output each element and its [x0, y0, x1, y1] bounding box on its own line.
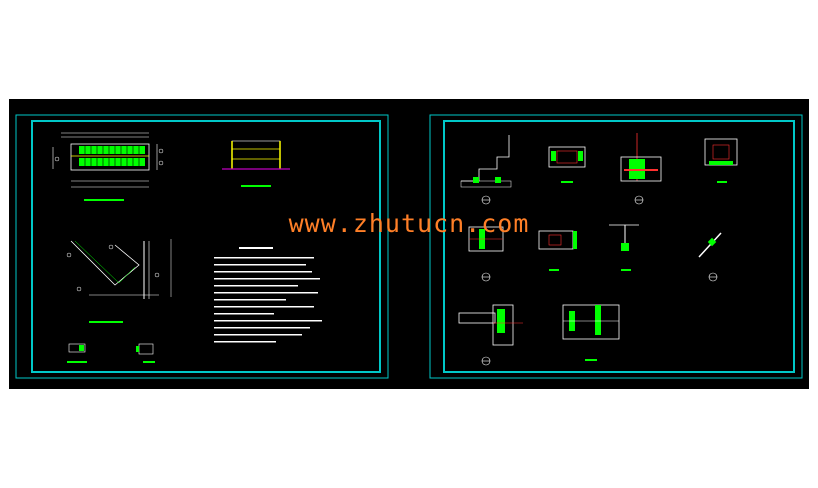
- detail-4: [704, 138, 738, 183]
- stair-plan: [52, 132, 164, 201]
- design-notes: [214, 247, 322, 343]
- stair-section: [66, 239, 172, 323]
- detail-6: [538, 230, 577, 271]
- drawing-sheets: [15, 114, 803, 379]
- detail-3: [620, 133, 662, 205]
- left-sheet: [15, 114, 389, 379]
- stair-elevation: [222, 140, 290, 187]
- detail-9: [458, 304, 523, 366]
- detail-2: [548, 146, 586, 183]
- cad-canvas: www.zhutucn.com: [9, 99, 809, 389]
- detail-7: [609, 224, 639, 271]
- detail-1: [460, 135, 512, 205]
- detail-10: [562, 304, 620, 361]
- right-sheet: [429, 114, 803, 379]
- small-details: [67, 343, 155, 363]
- detail-5: [468, 226, 504, 282]
- watermark-text: www.zhutucn.com: [288, 209, 530, 238]
- detail-8: [698, 232, 722, 282]
